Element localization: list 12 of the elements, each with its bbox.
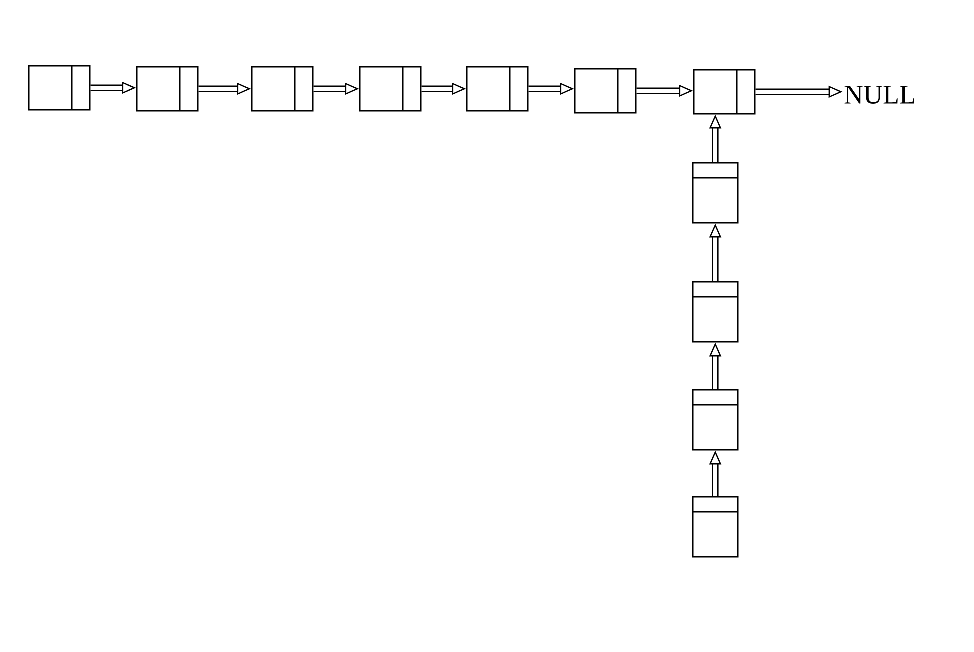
list-node xyxy=(692,389,739,451)
list-node xyxy=(693,69,756,115)
list-node xyxy=(28,65,91,111)
list-node xyxy=(466,66,529,112)
null-label: NULL xyxy=(844,86,914,104)
list-node xyxy=(692,496,739,558)
list-node xyxy=(692,162,739,224)
list-node xyxy=(574,68,637,114)
list-node xyxy=(359,66,422,112)
list-node xyxy=(692,281,739,343)
list-node xyxy=(136,66,199,112)
list-node xyxy=(251,66,314,112)
